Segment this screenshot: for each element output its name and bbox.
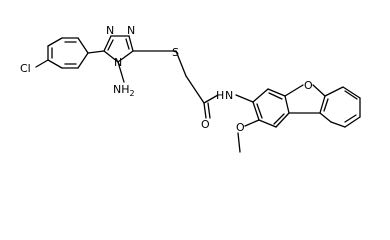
bond <box>235 94 254 103</box>
bond <box>284 84 304 97</box>
bond <box>256 103 263 119</box>
bond <box>117 50 134 63</box>
bond <box>47 37 63 47</box>
amino-subscript: 2 <box>130 89 135 98</box>
atom-label-sulfur: S <box>172 46 179 59</box>
molecule-svg: Cl N N N NH2 S H N O O O <box>20 24 361 153</box>
bond <box>319 112 332 123</box>
atom-label-triazole-n4: N <box>114 56 122 69</box>
bond <box>87 50 105 54</box>
bond <box>252 88 269 103</box>
bond <box>319 95 326 114</box>
bond <box>344 90 358 100</box>
bond <box>324 86 344 97</box>
bond <box>175 50 187 77</box>
bond <box>117 61 125 83</box>
bond <box>207 102 211 119</box>
atom-label-furan-o: O <box>304 79 313 92</box>
bond <box>203 102 207 119</box>
bond <box>284 95 290 114</box>
atom-labels: Cl N N N NH2 S H N O O O <box>20 24 313 134</box>
bond <box>35 59 49 68</box>
bond <box>125 38 130 50</box>
bond <box>258 119 277 128</box>
bond <box>103 35 112 52</box>
bond <box>344 114 357 123</box>
bond <box>312 84 326 97</box>
bond <box>103 50 119 63</box>
structure-diagram: Cl N N N NH2 S H N O O O <box>20 24 361 153</box>
atom-label-methoxy-o: O <box>236 121 245 134</box>
atom-label-amide-n: N <box>225 89 233 102</box>
amino-nh: NH <box>113 83 130 96</box>
bond <box>275 112 290 128</box>
bond <box>47 59 63 69</box>
bonds <box>35 35 361 153</box>
bond <box>252 101 260 121</box>
atom-label-triazole-n: N <box>106 24 114 37</box>
bond <box>273 113 285 125</box>
bond <box>185 75 205 104</box>
bond <box>342 86 361 99</box>
bond <box>267 88 286 97</box>
bond <box>330 121 346 128</box>
atom-label-triazole-n: N <box>127 24 135 37</box>
bond <box>268 92 283 100</box>
atom-label-amide-h: H <box>216 89 224 102</box>
bond <box>77 37 89 54</box>
bond <box>77 52 89 69</box>
atom-label-carbonyl-o: O <box>201 118 210 131</box>
bond <box>244 119 260 127</box>
atom-label-amino: NH2 <box>113 83 135 98</box>
bond <box>128 35 134 52</box>
bond <box>107 39 114 51</box>
bond <box>237 132 241 153</box>
bond <box>344 116 361 128</box>
atom-label-chlorine: Cl <box>20 62 31 75</box>
bond <box>323 98 329 112</box>
bond <box>203 94 219 104</box>
